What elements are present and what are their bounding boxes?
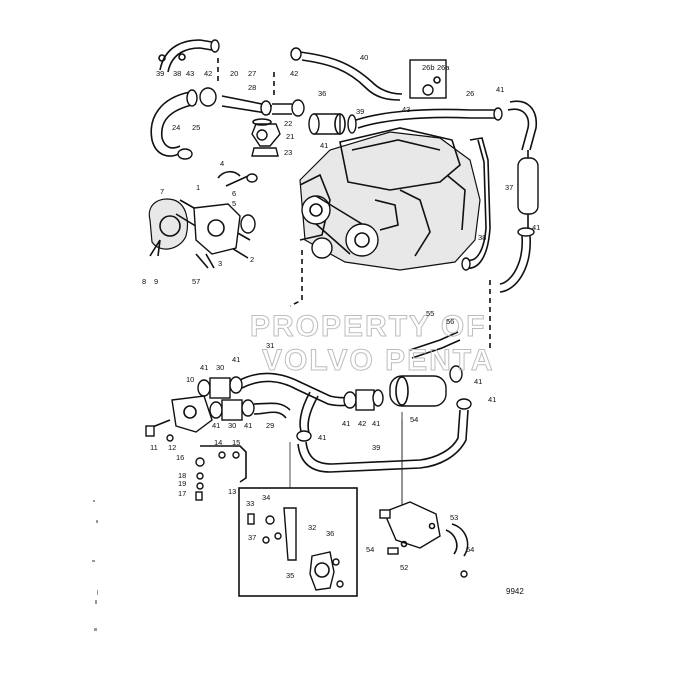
heat-exchanger [343, 331, 472, 411]
callout-30b: 30 [228, 421, 236, 430]
pointer-lines [289, 420, 403, 505]
callout-54: 54 [366, 545, 374, 554]
callout-40: 38 [478, 233, 486, 242]
callout-17: 17 [178, 489, 186, 498]
callout-25: 25 [192, 123, 200, 132]
callout-50: 55 [426, 309, 434, 318]
thermostat-housing [221, 95, 305, 157]
watermark-line-1: PROPERTY OF [250, 310, 486, 343]
detail-inset [238, 487, 358, 597]
callout-11: 11 [150, 443, 158, 452]
callout-27: 27 [248, 69, 256, 78]
callout-51: 52 [400, 563, 408, 572]
callout-labels: 39 38 43 42 20 27 28 42 40 26b 26a 26 41… [142, 53, 540, 580]
callout-18: 18 [178, 471, 186, 480]
callout-42-l3: 41 [212, 421, 220, 430]
callout-35: 35 [286, 571, 294, 580]
callout-56: 57 [192, 277, 200, 286]
callout-3: 3 [218, 259, 222, 268]
callout-10: 10 [186, 375, 194, 384]
callout-42-l4: 41 [244, 421, 252, 430]
callout-38: 36 [318, 89, 326, 98]
watermark: PROPERTY OF VOLVO PENTA [250, 310, 495, 378]
callout-42-m2: 41 [372, 419, 380, 428]
callout-42-r: 41 [532, 223, 540, 232]
callout-2: 2 [250, 255, 254, 264]
callout-26b: 26b [422, 63, 435, 72]
callout-46: 42 [204, 69, 212, 78]
callout-42-m1: 41 [342, 419, 350, 428]
callout-36: 36 [326, 529, 334, 538]
callout-22: 22 [284, 119, 292, 128]
callout-6: 6 [232, 189, 236, 198]
callout-4: 4 [220, 159, 224, 168]
callout-43: 40 [360, 53, 368, 62]
callout-49: 54 [410, 415, 418, 424]
callout-1: 1 [196, 183, 200, 192]
watermark-line-2: VOLVO PENTA [262, 344, 495, 377]
callout-32: 32 [308, 523, 316, 532]
right-hose-and-cooler [461, 100, 539, 293]
callout-47b: 43 [402, 105, 410, 114]
callout-42-l2: 41 [232, 355, 240, 364]
callout-12: 12 [168, 443, 176, 452]
callout-26: 26 [466, 89, 474, 98]
water-pump [148, 170, 258, 269]
callout-48: 39 [156, 69, 164, 78]
callout-34: 34 [262, 493, 270, 502]
callout-31: 31 [266, 341, 274, 350]
mounting-bracket [379, 501, 469, 578]
lower-left-hoses [197, 376, 291, 421]
callout-46b: 42 [290, 69, 298, 78]
callout-42-m3: 41 [474, 377, 482, 386]
callout-42-m5: 41 [318, 433, 326, 442]
callout-28: 28 [248, 83, 256, 92]
callout-8: 8 [142, 277, 146, 286]
callout-48b: 39 [356, 107, 364, 116]
callout-26a: 26a [437, 63, 450, 72]
reference-dashes [217, 58, 491, 350]
pipe-26 [355, 59, 503, 129]
callout-42-l1: 41 [200, 363, 208, 372]
callout-45: 42 [358, 419, 366, 428]
callout-55: 56 [446, 317, 454, 326]
callout-29: 29 [266, 421, 274, 430]
engine-block [299, 127, 481, 271]
callout-16: 16 [176, 453, 184, 462]
callout-20: 20 [230, 69, 238, 78]
callout-7: 7 [160, 187, 164, 196]
callout-42-m4: 41 [488, 395, 496, 404]
callout-15: 15 [232, 438, 240, 447]
upper-right-hose [290, 47, 403, 101]
callout-37: 37 [248, 533, 256, 542]
callout-13: 13 [228, 487, 236, 496]
hose-38 [308, 113, 357, 135]
callout-21: 21 [286, 132, 294, 141]
callout-24: 24 [172, 123, 180, 132]
callout-30: 30 [216, 363, 224, 372]
callout-41: 39 [372, 443, 380, 452]
callout-44: 38 [173, 69, 181, 78]
upper-left-hose-assembly [150, 39, 220, 160]
callout-9: 9 [154, 277, 158, 286]
callout-47: 43 [186, 69, 194, 78]
callout-52: 53 [450, 513, 458, 522]
callout-14: 14 [214, 438, 222, 447]
callout-33: 33 [246, 499, 254, 508]
callout-5: 5 [232, 199, 236, 208]
scan-edge-marks [92, 500, 98, 631]
callout-53: 54 [466, 545, 474, 554]
callout-42-top: 41 [320, 141, 328, 150]
exhaust-elbow [145, 395, 247, 501]
callout-42-tr: 41 [496, 85, 504, 94]
callout-19: 19 [178, 479, 186, 488]
document-number: 9942 [506, 587, 524, 596]
callout-23: 23 [284, 148, 292, 157]
callout-39: 37 [505, 183, 513, 192]
